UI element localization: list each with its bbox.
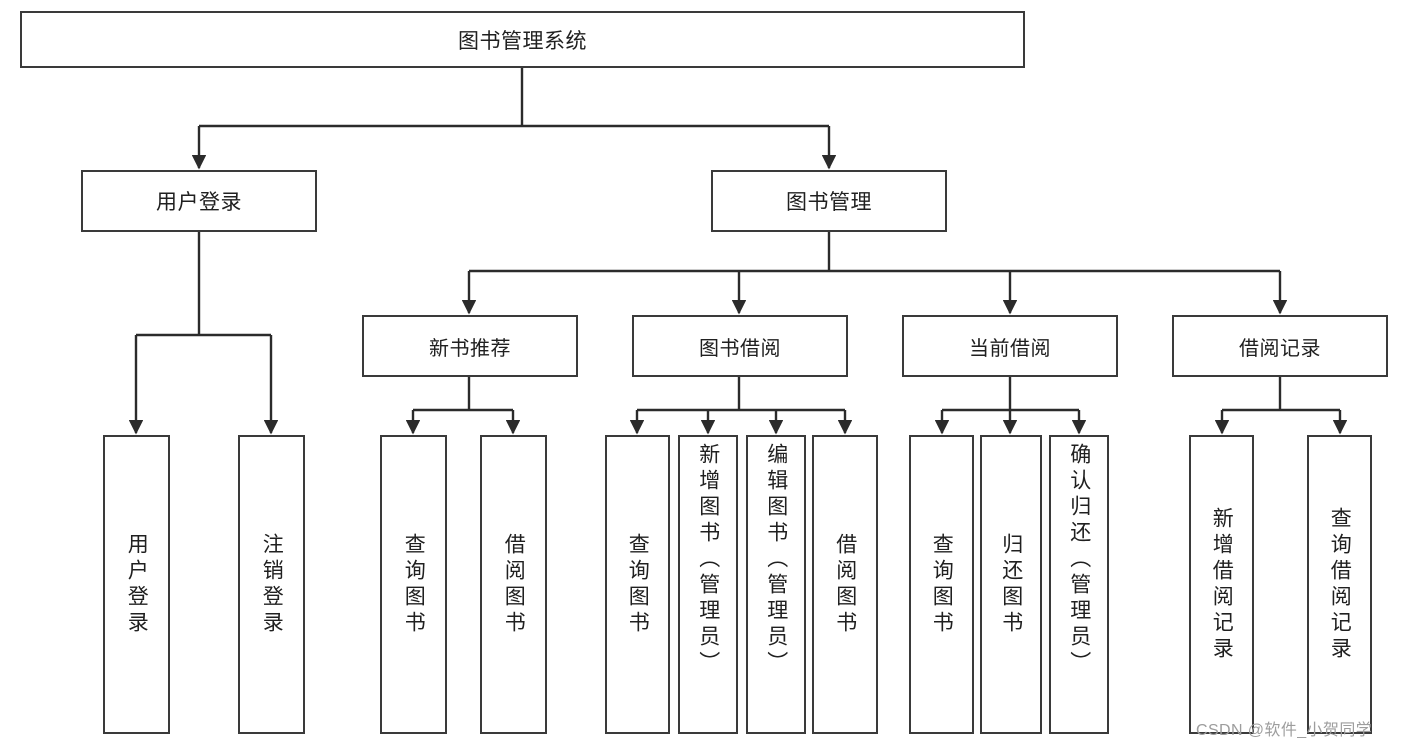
leaf-current-query-book[interactable]: 查询图书 — [909, 435, 974, 734]
leaf-borrow-query-book[interactable]: 查询图书 — [605, 435, 670, 734]
node-label: 归还图书 — [999, 532, 1023, 637]
leaf-current-confirm-return-admin[interactable]: 确认归还（管理员） — [1049, 435, 1109, 734]
node-label: 查询图书 — [402, 532, 426, 637]
leaf-borrow-edit-book-admin[interactable]: 编辑图书（管理员） — [746, 435, 806, 734]
node-label: 新书推荐 — [429, 337, 511, 360]
node-book-borrow[interactable]: 图书借阅 — [632, 315, 848, 377]
leaf-borrow-add-book-admin[interactable]: 新增图书（管理员） — [678, 435, 738, 734]
leaf-new-book-query-book[interactable]: 查询图书 — [380, 435, 447, 734]
leaf-borrow-borrow-book[interactable]: 借阅图书 — [812, 435, 878, 734]
node-user-login[interactable]: 用户登录 — [81, 170, 317, 232]
node-root-book-management-system[interactable]: 图书管理系统 — [20, 11, 1025, 68]
node-label: 借阅记录 — [1239, 337, 1321, 360]
node-label: 用户登录 — [125, 532, 149, 637]
node-label: 用户登录 — [156, 191, 242, 214]
node-new-book-recommend[interactable]: 新书推荐 — [362, 315, 578, 377]
node-label: 查询借阅记录 — [1328, 506, 1352, 663]
node-label: 查询图书 — [930, 532, 954, 637]
node-borrow-record[interactable]: 借阅记录 — [1172, 315, 1388, 377]
node-label: 借阅图书 — [833, 532, 857, 637]
leaf-record-query-borrow-record[interactable]: 查询借阅记录 — [1307, 435, 1372, 734]
node-label: 新增图书（管理员） — [696, 443, 720, 677]
node-label: 图书借阅 — [699, 337, 781, 360]
node-label: 新增借阅记录 — [1210, 506, 1234, 663]
node-label: 确认归还（管理员） — [1067, 443, 1091, 677]
node-book-management[interactable]: 图书管理 — [711, 170, 947, 232]
node-label: 借阅图书 — [502, 532, 526, 637]
leaf-new-book-borrow-book[interactable]: 借阅图书 — [480, 435, 547, 734]
node-label: 注销登录 — [260, 532, 284, 637]
node-label: 查询图书 — [626, 532, 650, 637]
leaf-record-add-borrow-record[interactable]: 新增借阅记录 — [1189, 435, 1254, 734]
node-label: 编辑图书（管理员） — [764, 443, 788, 677]
node-current-borrow[interactable]: 当前借阅 — [902, 315, 1118, 377]
node-label: 图书管理系统 — [458, 29, 587, 53]
leaf-user-login[interactable]: 用户登录 — [103, 435, 170, 734]
node-label: 图书管理 — [786, 191, 872, 214]
leaf-logout[interactable]: 注销登录 — [238, 435, 305, 734]
leaf-current-return-book[interactable]: 归还图书 — [980, 435, 1042, 734]
node-label: 当前借阅 — [969, 337, 1051, 360]
